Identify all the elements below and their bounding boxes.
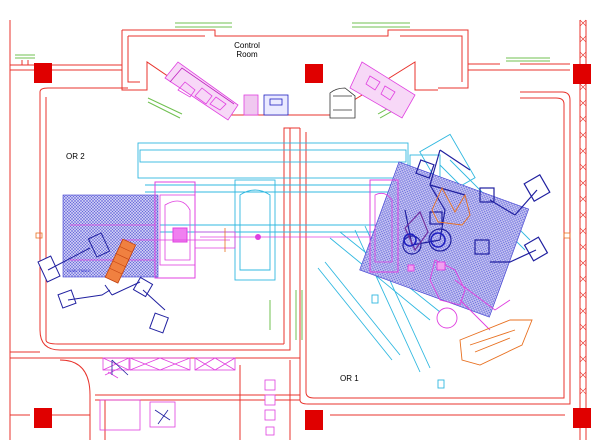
patient-or1 (407, 259, 511, 331)
or1-equipment (359, 149, 551, 366)
control-room-label-line2: Room (236, 50, 258, 59)
column (305, 410, 323, 430)
exterior-wall-hatch (579, 19, 587, 427)
structural-columns (34, 63, 591, 430)
surgical-table-or2 (104, 238, 137, 284)
control-room-label: Control Room (222, 41, 272, 59)
control-room-label-line1: Control (234, 41, 260, 50)
robot-cart-or1 (431, 186, 533, 366)
wall-fixtures (35, 232, 571, 239)
column (573, 408, 591, 428)
or1-label: OR 1 (340, 374, 359, 383)
column (305, 64, 323, 83)
storage-cabinets (99, 357, 236, 431)
corridor-doors (111, 359, 276, 436)
column (34, 408, 52, 428)
column (34, 63, 52, 83)
or2-label: OR 2 (66, 152, 85, 161)
column (573, 64, 591, 84)
or2-equipment: DUAL TABLE (37, 181, 420, 334)
svg-text:DUAL TABLE: DUAL TABLE (67, 268, 91, 273)
control-room-consoles (164, 61, 416, 121)
